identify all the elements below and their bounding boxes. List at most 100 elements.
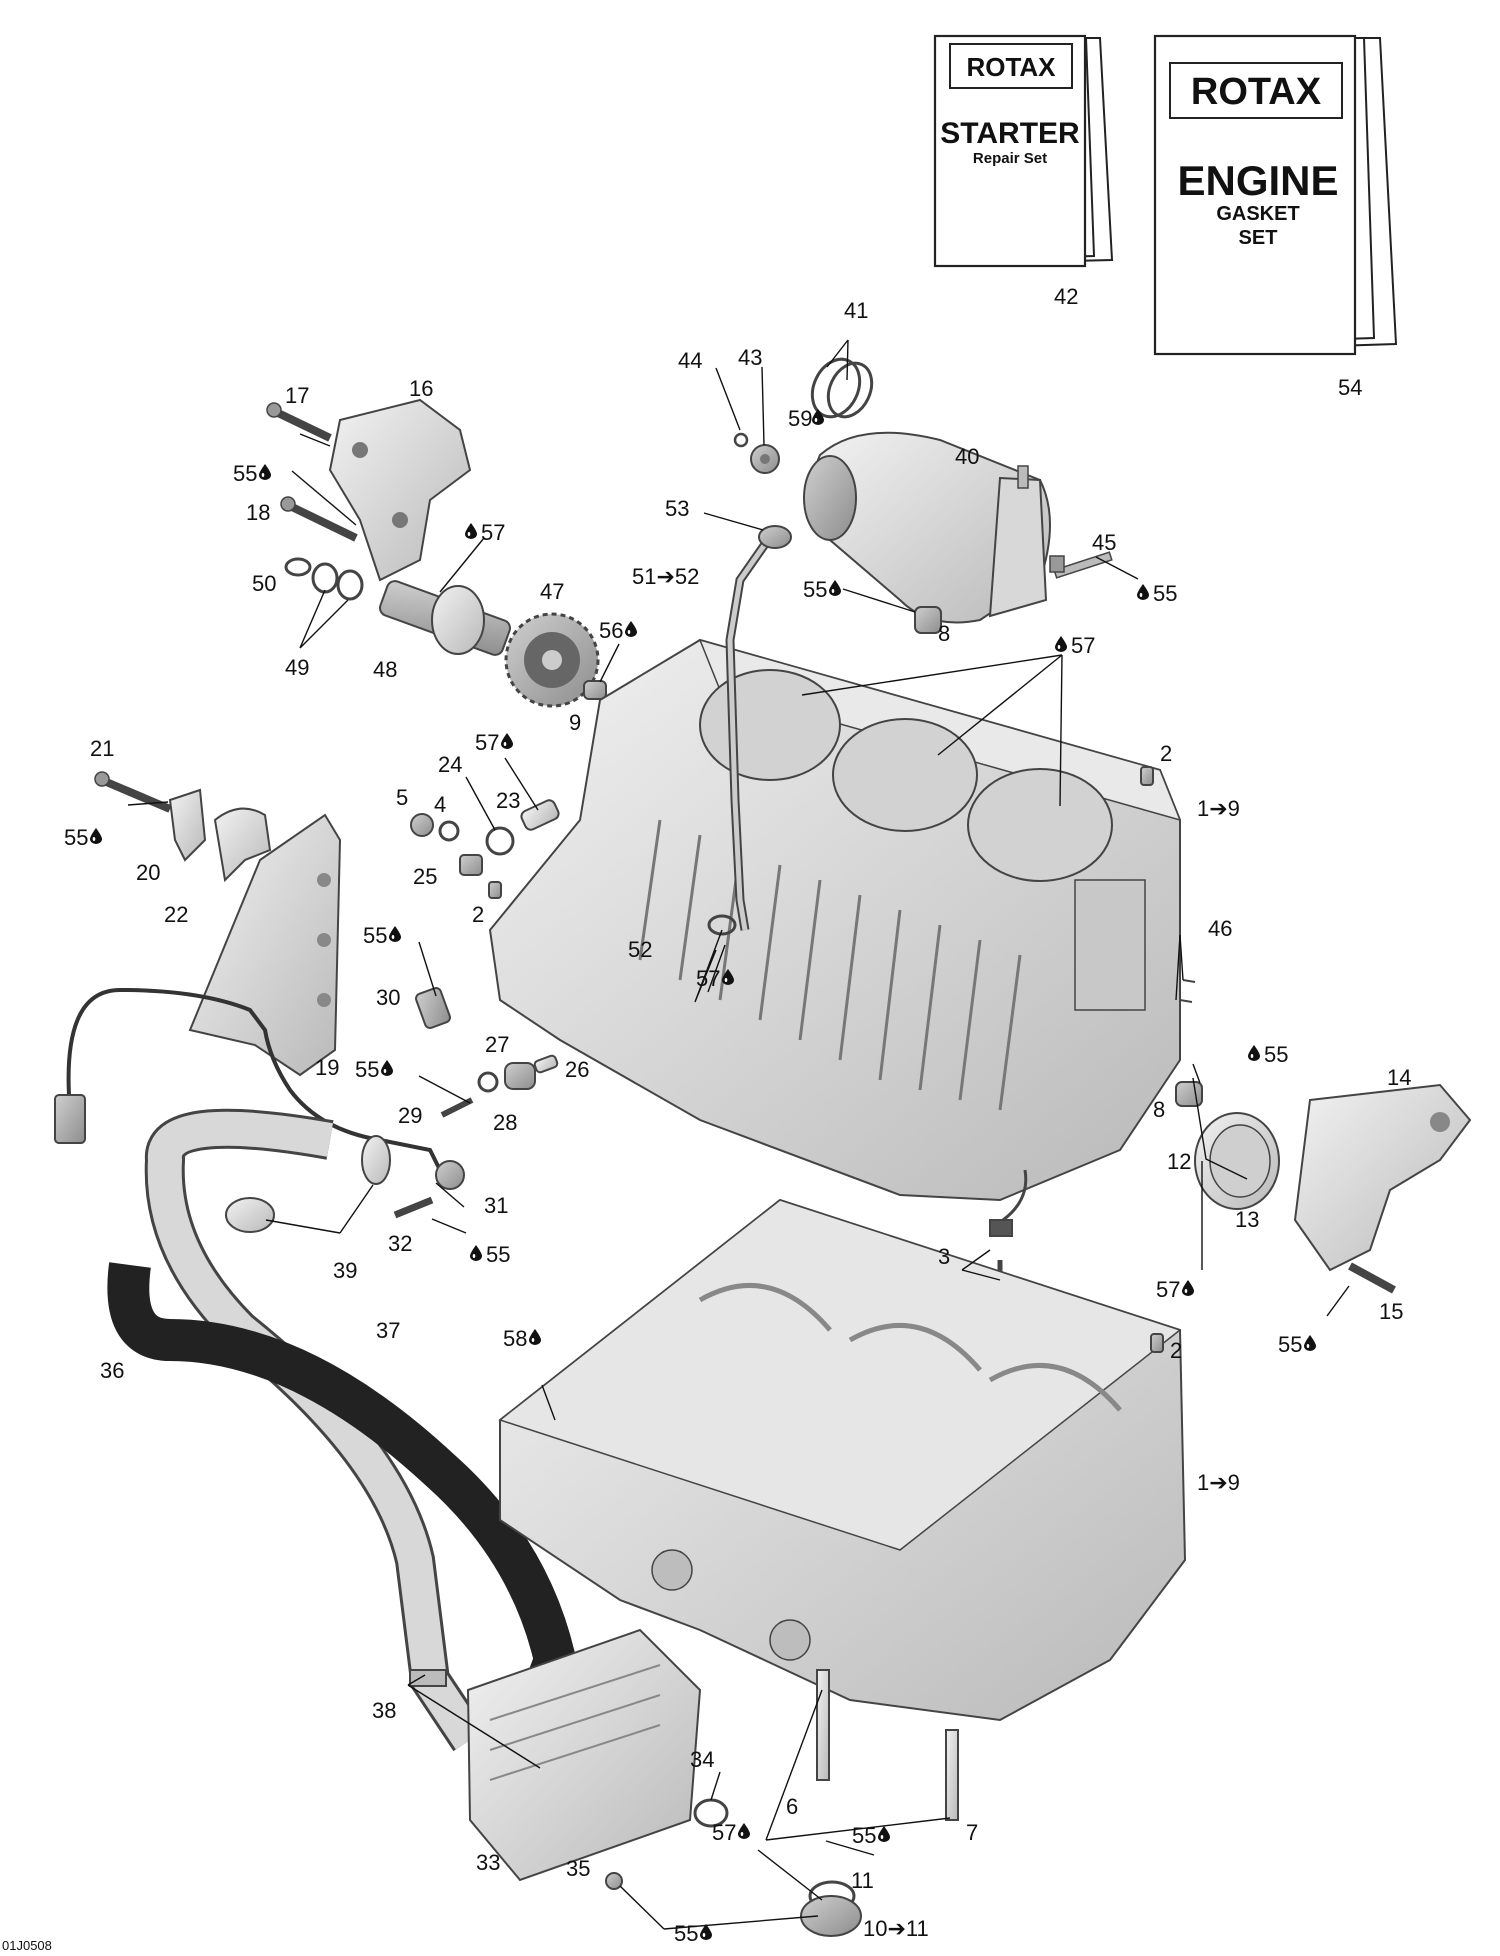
callout-22: 22 — [164, 902, 188, 927]
lubricant-drop-icon — [389, 926, 401, 942]
engine-support-19 — [188, 813, 342, 1077]
lubricant-drop-icon — [1304, 1335, 1316, 1351]
callout-33: 33 — [476, 1850, 500, 1875]
knock-sensor-31 — [54, 987, 465, 1190]
o-ring-4 — [438, 820, 460, 842]
callout-36: 36 — [100, 1358, 124, 1383]
dipstick-tube-53 — [725, 525, 792, 931]
lubricant-drop-icon — [878, 1826, 890, 1842]
washer-49 — [311, 562, 364, 601]
lubricant-drop-icon — [1137, 584, 1149, 600]
callout-13: 13 — [1235, 1207, 1259, 1232]
callout-57a: 57 — [481, 520, 505, 545]
callout-51-52: 51➔52 — [632, 564, 699, 589]
callout-46: 46 — [1208, 916, 1232, 941]
oil-filter-cap-10 — [800, 1895, 862, 1937]
lower-crankcase — [498, 1198, 1187, 1722]
bolt-35 — [605, 1872, 623, 1890]
callout-7: 7 — [966, 1820, 978, 1845]
callout-55i: 55 — [1278, 1332, 1302, 1357]
callout-11: 11 — [851, 1868, 874, 1893]
callout-57e: 57 — [1156, 1277, 1180, 1302]
lubricant-drop-icon — [1182, 1280, 1194, 1296]
leader-lines — [127, 339, 1350, 1930]
callout-14: 14 — [1387, 1065, 1411, 1090]
diagram-reference-code: 01J0508 — [2, 1938, 52, 1953]
engine-support-14 — [1293, 1083, 1472, 1272]
lubricant-drop-icon — [829, 580, 841, 596]
bolt-32 — [393, 1196, 434, 1219]
callout-54: 54 — [1338, 375, 1362, 400]
callout-29: 29 — [398, 1103, 422, 1128]
washer-50 — [284, 557, 312, 577]
lubricant-drop-icon — [90, 828, 102, 844]
callout-37: 37 — [376, 1318, 400, 1343]
callout-4: 4 — [434, 792, 446, 817]
callout-56: 56 — [599, 618, 623, 643]
callout-44: 44 — [678, 348, 702, 373]
starter-kit-title: STARTER — [940, 117, 1080, 150]
lubricant-drop-icon — [501, 733, 513, 749]
starter-drive-48 — [379, 580, 511, 656]
upper-crankcase-block — [488, 638, 1182, 1202]
lubricant-drop-icon — [259, 464, 271, 480]
plug-8-lower — [1175, 1081, 1203, 1107]
dowel-23 — [520, 799, 560, 831]
dowel-2-left — [488, 881, 502, 899]
callout-55d: 55 — [64, 825, 88, 850]
callout-10-11: 10➔11 — [863, 1916, 929, 1941]
plug-26 — [533, 1054, 559, 1074]
callout-8b: 8 — [1153, 1097, 1165, 1122]
clamp-39 — [225, 1135, 391, 1233]
o-ring-52 — [707, 914, 737, 936]
callout-38: 38 — [372, 1698, 396, 1723]
starter-kit-subtitle: Repair Set — [973, 150, 1047, 167]
callout-5: 5 — [396, 785, 408, 810]
lubricant-drop-icon — [465, 523, 477, 539]
starter-kit-brand: ROTAX — [966, 52, 1056, 82]
callout-21: 21 — [90, 736, 114, 761]
callout-55h: 55 — [486, 1242, 510, 1267]
callout-3: 3 — [938, 1244, 950, 1269]
callout-55a: 55 — [233, 461, 257, 486]
callout-2b: 2 — [472, 902, 484, 927]
o-ring-41 — [810, 357, 874, 419]
callout-19: 19 — [315, 1055, 339, 1080]
engine-support-22 — [213, 807, 272, 883]
callout-57d: 57 — [696, 966, 720, 991]
lubricant-drop-icon — [1248, 1045, 1260, 1061]
engine-kit-line2: GASKET — [1216, 203, 1299, 225]
callout-17: 17 — [285, 383, 309, 408]
callout-28: 28 — [493, 1110, 517, 1135]
oil-pressure-switch-30 — [415, 987, 451, 1029]
callout-35: 35 — [566, 1856, 590, 1881]
lubricant-drop-icon — [738, 1823, 750, 1839]
bolt-45 — [1049, 551, 1113, 579]
callout-1-9a: 1➔9 — [1197, 796, 1240, 821]
o-ring-24 — [485, 826, 515, 856]
callout-58: 58 — [503, 1326, 527, 1351]
cover-12 — [1194, 1112, 1280, 1210]
o-ring-28 — [477, 1071, 499, 1093]
lubricant-drop-icon — [470, 1245, 482, 1261]
callout-9: 9 — [569, 710, 581, 735]
bolt-17 — [266, 402, 332, 442]
callout-57b: 57 — [1071, 633, 1095, 658]
engine-gasket-set-kit: ROTAX ENGINE GASKET SET — [1153, 34, 1398, 356]
callout-labels: 41 44 43 59 40 17 16 55 18 57 53 45 51➔5… — [64, 284, 1411, 1946]
lubricant-drop-icons — [90, 409, 1316, 1940]
callout-55e: 55 — [363, 923, 387, 948]
callout-59: 59 — [788, 406, 812, 431]
idler-gear-47 — [504, 612, 600, 708]
bolt-6 — [816, 1669, 830, 1781]
bolt-18 — [280, 496, 358, 542]
callout-16: 16 — [409, 376, 433, 401]
bolt-29 — [440, 1097, 474, 1118]
lubricant-drop-icon — [529, 1329, 541, 1345]
callout-32: 32 — [388, 1231, 412, 1256]
callout-20: 20 — [136, 860, 160, 885]
callout-55j: 55 — [852, 1823, 876, 1848]
engine-kit-line3: SET — [1239, 227, 1278, 249]
callout-41: 41 — [844, 298, 868, 323]
circlip-44 — [733, 432, 749, 448]
